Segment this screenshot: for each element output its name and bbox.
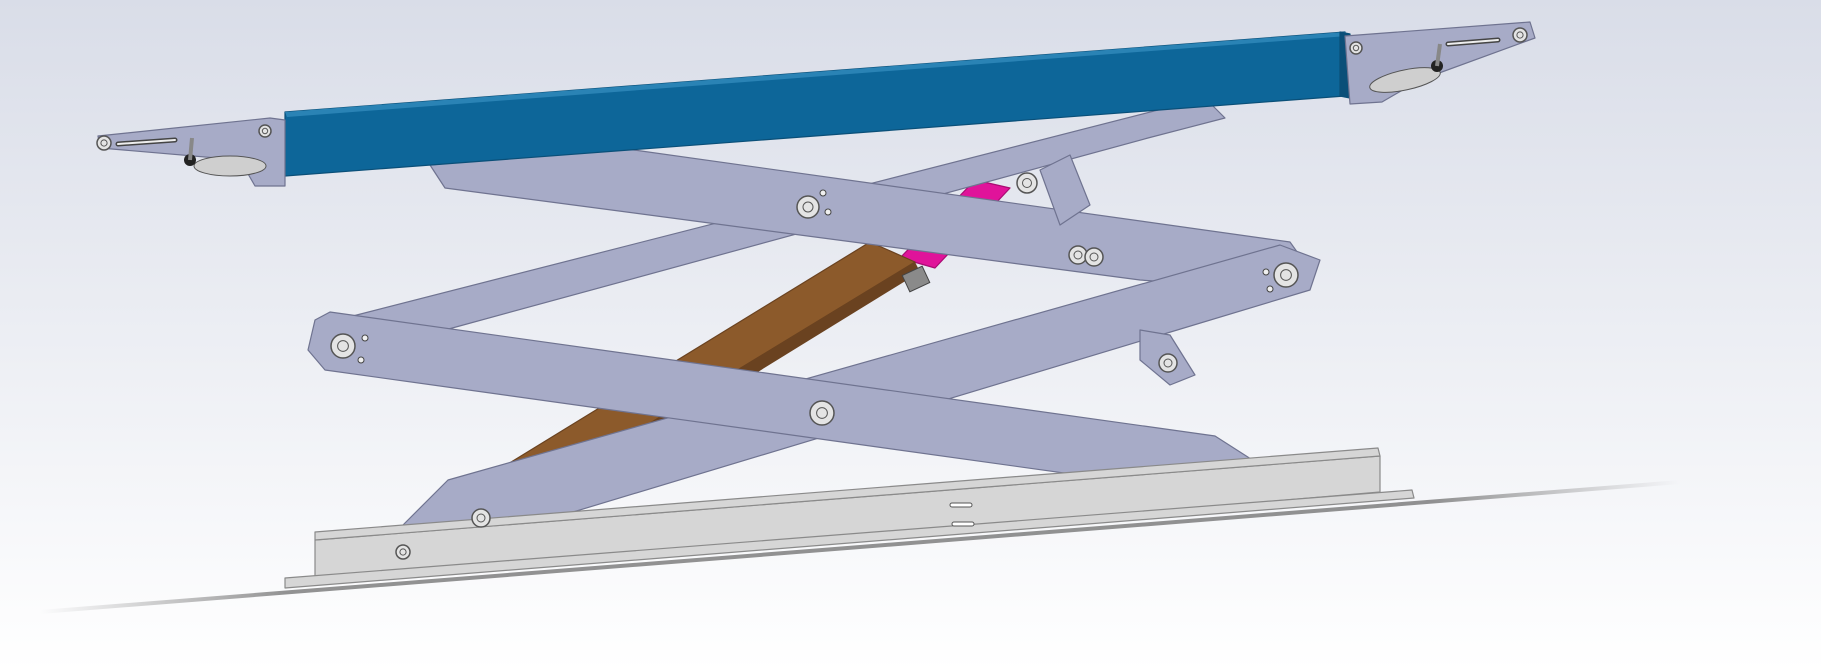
pivot-pin-cylinder-top-2[interactable] [1084, 247, 1104, 267]
pivot-pin-left-ramp-2[interactable] [258, 124, 272, 138]
pivot-pins [96, 27, 1528, 560]
pivot-pin-cylinder-top[interactable] [1068, 245, 1088, 265]
fastener-dot [1262, 268, 1270, 276]
base-slot-1 [949, 502, 973, 508]
fastener-dot [357, 356, 365, 364]
pivot-pin-bore [100, 139, 108, 147]
scissor-arm-lug [1039, 154, 1091, 226]
pivot-pin-bore [1163, 358, 1173, 368]
pivot-pin-bore [816, 407, 828, 419]
base-slot-2 [951, 521, 975, 527]
base-frame-foot [284, 489, 1415, 589]
fastener-dot [361, 334, 369, 342]
lift-platform-top-edge [285, 32, 1347, 117]
pivot-pin-right-middle[interactable] [1273, 262, 1299, 288]
pivot-pin-bore [1352, 44, 1360, 52]
left-ramp-pad [193, 155, 267, 177]
pivot-pin-base-left[interactable] [471, 508, 491, 528]
pivot-pin-center-lower[interactable] [809, 400, 835, 426]
pivot-pin-bore [337, 340, 349, 352]
pivot-pin-center-upper[interactable] [796, 195, 820, 219]
base-frame-top-rail [314, 447, 1381, 541]
pivot-pin-bore [476, 513, 486, 523]
pivot-pin-bore [1280, 269, 1292, 281]
pivot-pin-bore [802, 201, 814, 213]
pivot-pin-upper-right[interactable] [1016, 172, 1038, 194]
pivot-pin-right-ramp-1[interactable] [1349, 41, 1363, 55]
fastener-dot [1266, 285, 1274, 293]
pivot-pin-base-foot[interactable] [395, 544, 411, 560]
pivot-pin-bore [1089, 252, 1099, 262]
pivot-pin-right-ramp-2[interactable] [1512, 27, 1528, 43]
cylinder-mount-block [901, 265, 931, 293]
pivot-pin-lower-lug[interactable] [1158, 353, 1178, 373]
ground-shadow [40, 480, 1680, 614]
pivot-pin-bore [1516, 31, 1524, 39]
fastener-dots [357, 189, 1274, 364]
pivot-pin-left-middle[interactable] [330, 333, 356, 359]
right-ramp-pad [1369, 67, 1441, 93]
pivot-pin-bore [261, 127, 269, 135]
pivot-pin-bore [1022, 178, 1032, 188]
fastener-dot [819, 189, 827, 197]
pivot-pin-left-ramp-1[interactable] [96, 135, 112, 151]
fastener-dot [824, 208, 832, 216]
pivot-pin-bore [1073, 250, 1083, 260]
pivot-pin-bore [399, 548, 407, 556]
